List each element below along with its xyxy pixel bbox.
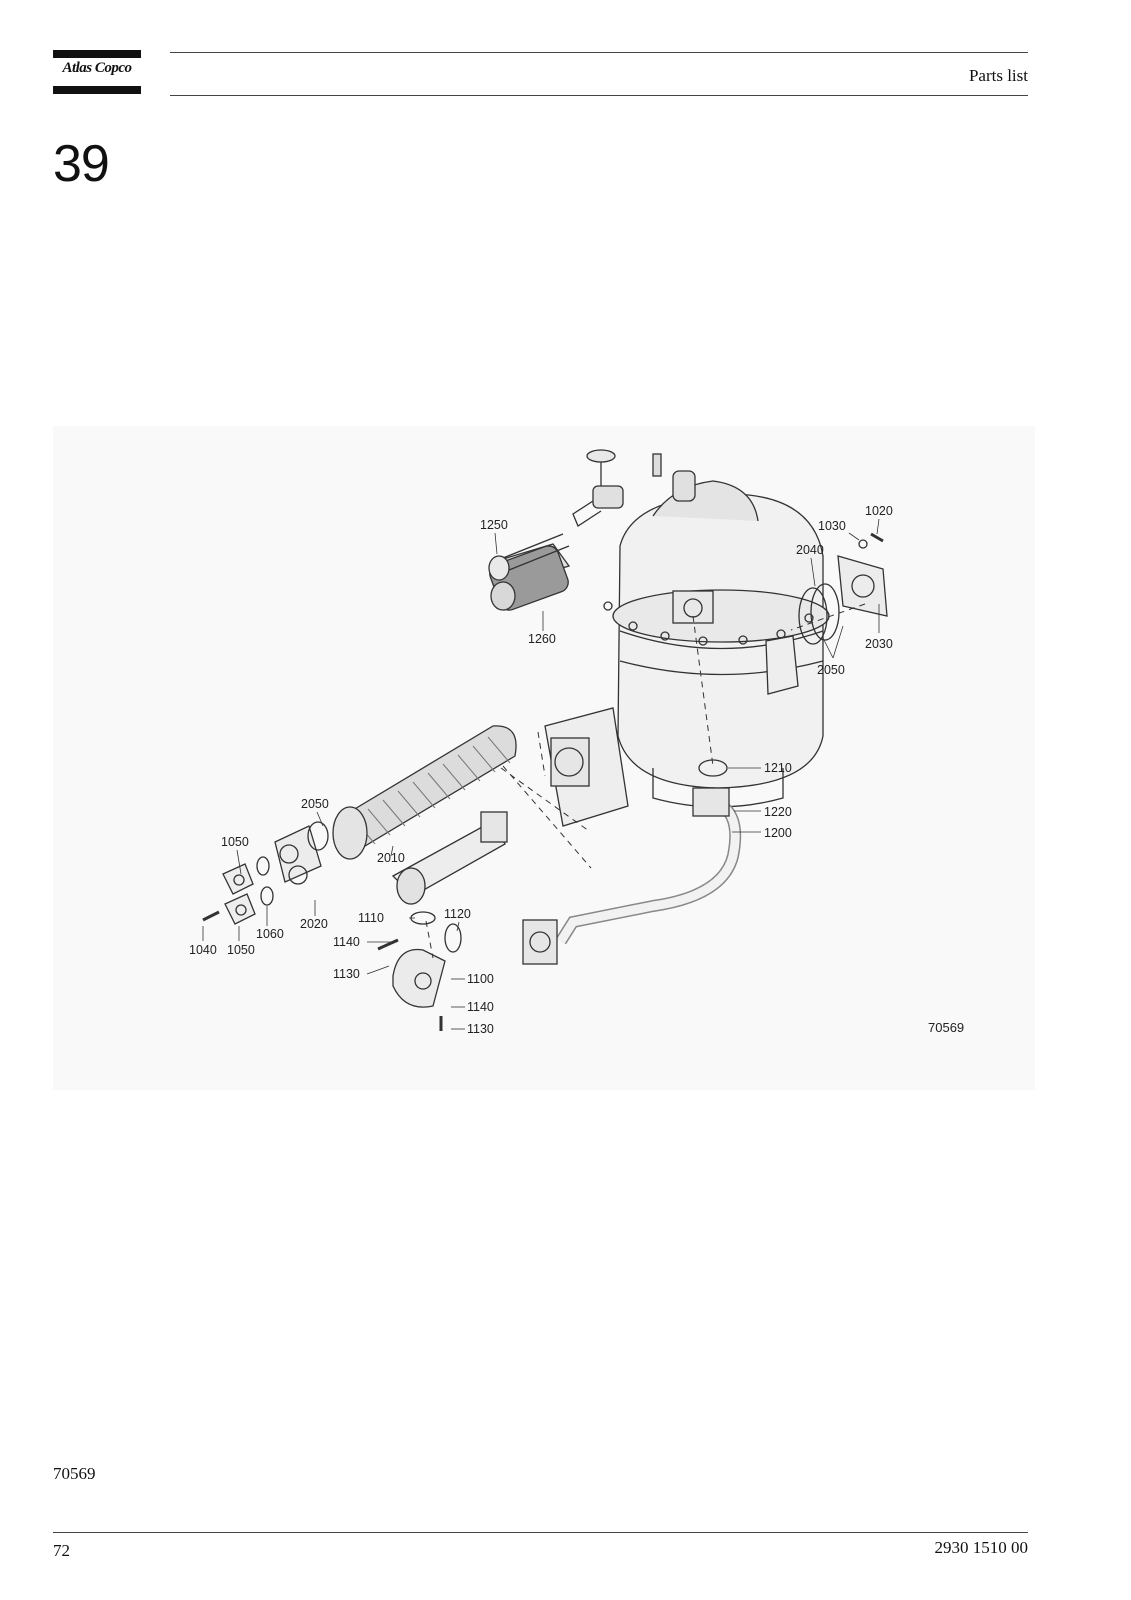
callout-2050-right: 2050 xyxy=(817,663,845,677)
header-top-rule xyxy=(170,52,1028,53)
callout-2020: 2020 xyxy=(300,917,328,931)
drawing-linework xyxy=(202,449,888,1031)
callout-1220: 1220 xyxy=(764,805,792,819)
callout-1020: 1020 xyxy=(865,504,893,518)
logo-top-bar xyxy=(53,50,141,58)
callout-1200: 1200 xyxy=(764,826,792,840)
document-number: 2930 1510 00 xyxy=(934,1538,1029,1557)
callout-1140-left: 1140 xyxy=(333,935,360,949)
callout-1130-left: 1130 xyxy=(333,967,360,981)
footer-rule xyxy=(53,1532,1028,1533)
callout-1050-bottom: 1050 xyxy=(227,943,255,957)
callout-1210: 1210 xyxy=(764,761,792,775)
callout-1030: 1030 xyxy=(818,519,846,533)
callout-leaders xyxy=(202,518,880,1030)
callout-1100: 1100 xyxy=(467,972,494,986)
callout-2010: 2010 xyxy=(377,851,405,865)
callout-1140-bottom: 1140 xyxy=(467,1000,494,1014)
callout-1060: 1060 xyxy=(256,927,284,941)
exploded-parts-drawing: 1020 1030 2040 2030 2050 1250 1260 1210 … xyxy=(53,426,1035,1090)
callout-1130-bottom: 1130 xyxy=(467,1022,494,1036)
drawing-svg: 1020 1030 2040 2030 2050 1250 1260 1210 … xyxy=(189,449,964,1036)
callout-2050-left: 2050 xyxy=(301,797,329,811)
atlas-copco-logo: Atlas Copco xyxy=(53,50,141,94)
callout-1250: 1250 xyxy=(480,518,508,532)
header-bottom-rule xyxy=(170,95,1028,96)
header-title: Parts list xyxy=(968,66,1028,85)
callout-2030: 2030 xyxy=(865,637,893,651)
figure-reference: 70569 xyxy=(53,1464,96,1483)
callout-1050-top: 1050 xyxy=(221,835,249,849)
callout-1120: 1120 xyxy=(444,907,471,921)
logo-bottom-bar xyxy=(53,86,141,94)
logo-text: Atlas Copco xyxy=(62,60,132,76)
figure-id-label: 70569 xyxy=(928,1020,964,1035)
callout-2040: 2040 xyxy=(796,543,824,557)
callout-1040: 1040 xyxy=(189,943,217,957)
section-number: 39 xyxy=(53,135,110,193)
callout-1110: 1110 xyxy=(358,911,384,925)
callout-1260: 1260 xyxy=(528,632,556,646)
page-number: 72 xyxy=(53,1541,70,1560)
